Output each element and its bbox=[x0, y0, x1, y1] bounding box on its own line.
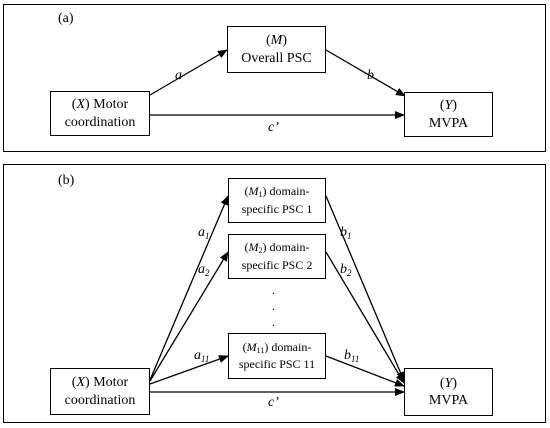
panel-b: (b) bbox=[3, 164, 546, 423]
node-y-mvpa-b: (Y) MVPA bbox=[404, 368, 493, 416]
panel-a-label: (a) bbox=[58, 11, 74, 26]
path-label-a1: a1 bbox=[198, 225, 210, 241]
arrow-b11 bbox=[325, 355, 405, 387]
path-label-b: b bbox=[367, 68, 374, 83]
path-label-c-prime-b: c’ bbox=[268, 395, 279, 410]
arrow-b bbox=[325, 49, 406, 97]
node-x-motor-coordination-a: (X) Motor coordination bbox=[50, 91, 150, 136]
panel-a: (a) bbox=[3, 4, 546, 152]
ellipsis-dot: . bbox=[272, 315, 275, 329]
ellipsis-dot: . bbox=[272, 299, 275, 313]
path-label-c-prime: c’ bbox=[268, 120, 279, 135]
ellipsis-dot: . bbox=[272, 283, 275, 297]
arrow-a2 bbox=[149, 251, 229, 382]
path-label-a2: a2 bbox=[198, 262, 210, 278]
panel-b-label: (b) bbox=[58, 173, 75, 188]
arrow-b2 bbox=[325, 251, 405, 384]
path-label-b2: b2 bbox=[340, 262, 352, 278]
node-m1-domain-psc: (M1) domain- specific PSC 1 bbox=[228, 178, 326, 223]
node-y-mvpa-a: (Y) MVPA bbox=[404, 92, 493, 137]
arrow-b1 bbox=[325, 195, 405, 382]
path-label-b11: b11 bbox=[344, 348, 360, 364]
node-x-motor-coordination-b: (X) Motor coordination bbox=[50, 368, 150, 415]
path-label-a11: a11 bbox=[194, 348, 210, 364]
arrow-a1 bbox=[149, 195, 229, 381]
node-m2-domain-psc: (M2) domain- specific PSC 2 bbox=[228, 234, 326, 279]
path-label-b1: b1 bbox=[340, 225, 352, 241]
node-m-overall-psc: (M) Overall PSC bbox=[227, 26, 326, 73]
arrow-a11 bbox=[149, 355, 229, 385]
path-label-a: a bbox=[175, 68, 182, 83]
node-m11-domain-psc: (M11) domain- specific PSC 11 bbox=[228, 333, 326, 379]
arrow-a bbox=[149, 49, 228, 96]
